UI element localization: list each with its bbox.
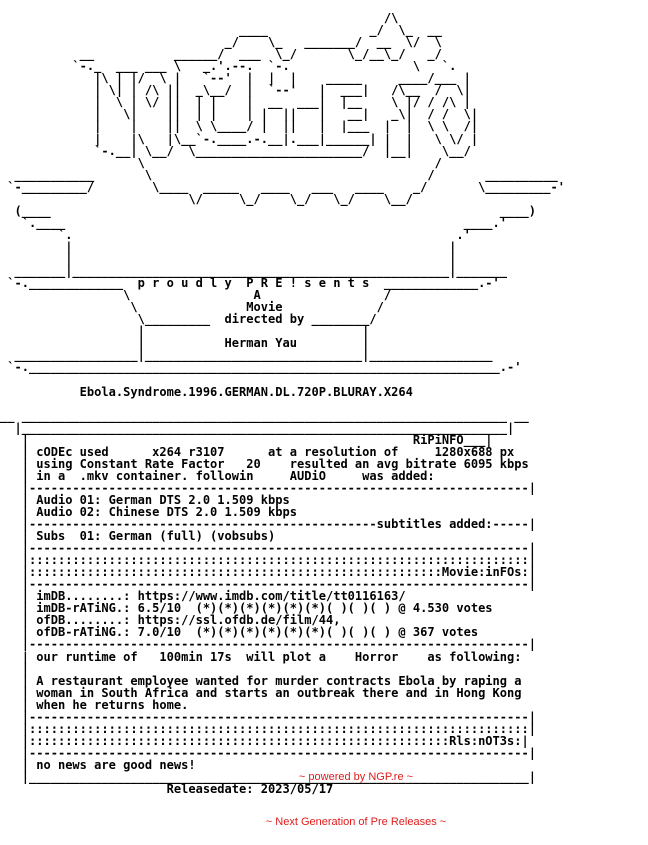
nfo-line <box>0 373 648 385</box>
nfo-line: | in a .mkv container. followin AUDiO wa… <box>0 468 435 483</box>
nfo-line: \_________ directed by ________/ <box>0 312 377 327</box>
nfo-line: | Audio 01: German DTS 2.0 1.509 kbps <box>0 492 290 507</box>
nfo-line: | \| || | | | | || | __| _\| / / \| <box>0 107 479 122</box>
nfo-line: | | <box>0 324 370 339</box>
nfo-line: ___________ \ / __________ <box>0 167 558 182</box>
nfo-line: | | <box>0 251 457 266</box>
nfo-line: _________________|______________________… <box>0 348 493 363</box>
nfo-line: | A restaurant employee wanted for murde… <box>0 673 522 688</box>
nfo-line: _______|________________________________… <box>0 264 508 279</box>
nfo-line: | Subs 01: German (full) (vobsubs) <box>0 529 276 544</box>
nfo-line: | imDB........: https://www.imdb.com/tit… <box>0 589 406 604</box>
nfo-line: __ _____________________________________… <box>0 408 529 423</box>
nfo-line: | woman in South Africa and starts an ou… <box>0 685 522 700</box>
nfo-line: | cODEc used x264 r3107 at a resolution … <box>0 444 515 459</box>
nfo-line: `-._____________________________________… <box>0 360 522 375</box>
tagline-line: ~ Next Generation of Pre Releases ~ <box>265 816 447 828</box>
nfo-line: `. .' <box>0 227 471 242</box>
nfo-line: | <box>0 661 29 676</box>
nfo-line: ____ _/ \_ __ <box>0 23 442 38</box>
nfo-line: |:::::::::::::::::::::::::::::::::::::::… <box>0 565 537 580</box>
nfo-line: |---------------------------------------… <box>0 637 537 652</box>
nfo-line <box>0 398 648 410</box>
nfo-line: `-_________/ \____ _____ ____ ___ ____ _… <box>0 179 565 194</box>
nfo-line: __ ______/ ___ \_/ \_/__\_/ _/ <box>0 47 442 62</box>
nfo-line: | ofDB-rATiNG.: 7.0/10 (*)(*)(*)(*)(*)(*… <box>0 625 479 640</box>
powered-by-line: ~ powered by NGP.re ~ <box>298 771 414 783</box>
nfo-line: | Audio 02: Chinese DTS 2.0 1.509 kbps <box>0 504 297 519</box>
nfo-line: | imDB-rATiNG.: 6.5/10 (*)(*)(*)(*)(*)(*… <box>0 601 493 616</box>
nfo-line: | no news are good news! <box>0 757 196 772</box>
nfo-line: `.____ ____.' <box>0 215 508 230</box>
nfo-line: \ A / <box>0 288 392 303</box>
nfo-line: | |\ |\__`-.____.-.__|.___|______| | | \… <box>0 131 479 146</box>
nfo-line: |\ | |/ \ | `--' | | | _____ ____/___ | <box>0 71 471 86</box>
nfo-line: |:::::::::::::::::::::::::::::::::::::::… <box>0 721 537 736</box>
nfo-line: Ebola.Syndrome.1996.GERMAN.DL.720P.BLURA… <box>0 384 413 399</box>
nfo-line: |---------------------------------------… <box>0 541 537 556</box>
nfo-line: | | || \ \____/ | || | |___ | | \ \ /| <box>0 119 479 134</box>
nfo-line: `-._____________ p r o u d l y P R E ! s… <box>0 276 500 291</box>
nfo-line: | ofDB........: https://ssl.ofdb.de/film… <box>0 613 341 628</box>
nfo-line: (____ ____) <box>0 203 537 218</box>
footer: ~ powered by NGP.re ~ ~ Next Generation … <box>0 740 648 845</box>
nfo-line: \ / <box>0 155 442 170</box>
nfo-line: | \| | /\ || _\__/ | `--' | ___| /\__ / … <box>0 83 471 98</box>
nfo-line: \ Movie / <box>0 300 384 315</box>
nfo-line: |_______________________________________… <box>0 420 515 435</box>
nfo-line: | \ | \/ || | | | __ ___| |__ \ |/ / /\ … <box>0 95 471 110</box>
nfo-line: |---------------------------------------… <box>0 517 537 532</box>
nfo-line: |:::::::::::::::::::::::::::::::::::::::… <box>0 733 529 748</box>
nfo-line: |---------------------------------------… <box>0 745 537 760</box>
nfo-line: |---------------------------------------… <box>0 709 537 724</box>
nfo-line: _/ \_ _______/ __ \/ \ <box>0 35 442 50</box>
nfo-line: |_______________________________________… <box>0 770 537 784</box>
nfo-line: |---------------------------------------… <box>0 480 537 495</box>
nfo-line: | | <box>0 239 457 254</box>
nfo-line: `-.__| \__/ \_______________________/ |_… <box>0 143 471 158</box>
nfo-text: /\ ____ _/ \_ __ _/ \_ _______/ __ \/ \ … <box>0 11 648 795</box>
nfo-line: | RiPiNFO___| <box>0 432 493 447</box>
nfo-line: /\ <box>0 11 399 26</box>
nfo-line: `-._ ___ ___ \ _.'.--. `-. \ `. <box>0 59 457 74</box>
nfo-line: |:::::::::::::::::::::::::::::::::::::::… <box>0 553 537 568</box>
nfo-line: |---------------------------------------… <box>0 577 537 592</box>
nfo-line: \/ \_/ \_/ \_/ \__/ <box>0 191 413 206</box>
nfo-line: | Herman Yau | <box>0 336 370 351</box>
nfo-line: | using Constant Rate Factor 20 resulted… <box>0 456 529 471</box>
nfo-line: | our runtime of 100min 17s will plot a … <box>0 649 522 664</box>
nfo-line: | when he returns home. <box>0 697 189 712</box>
